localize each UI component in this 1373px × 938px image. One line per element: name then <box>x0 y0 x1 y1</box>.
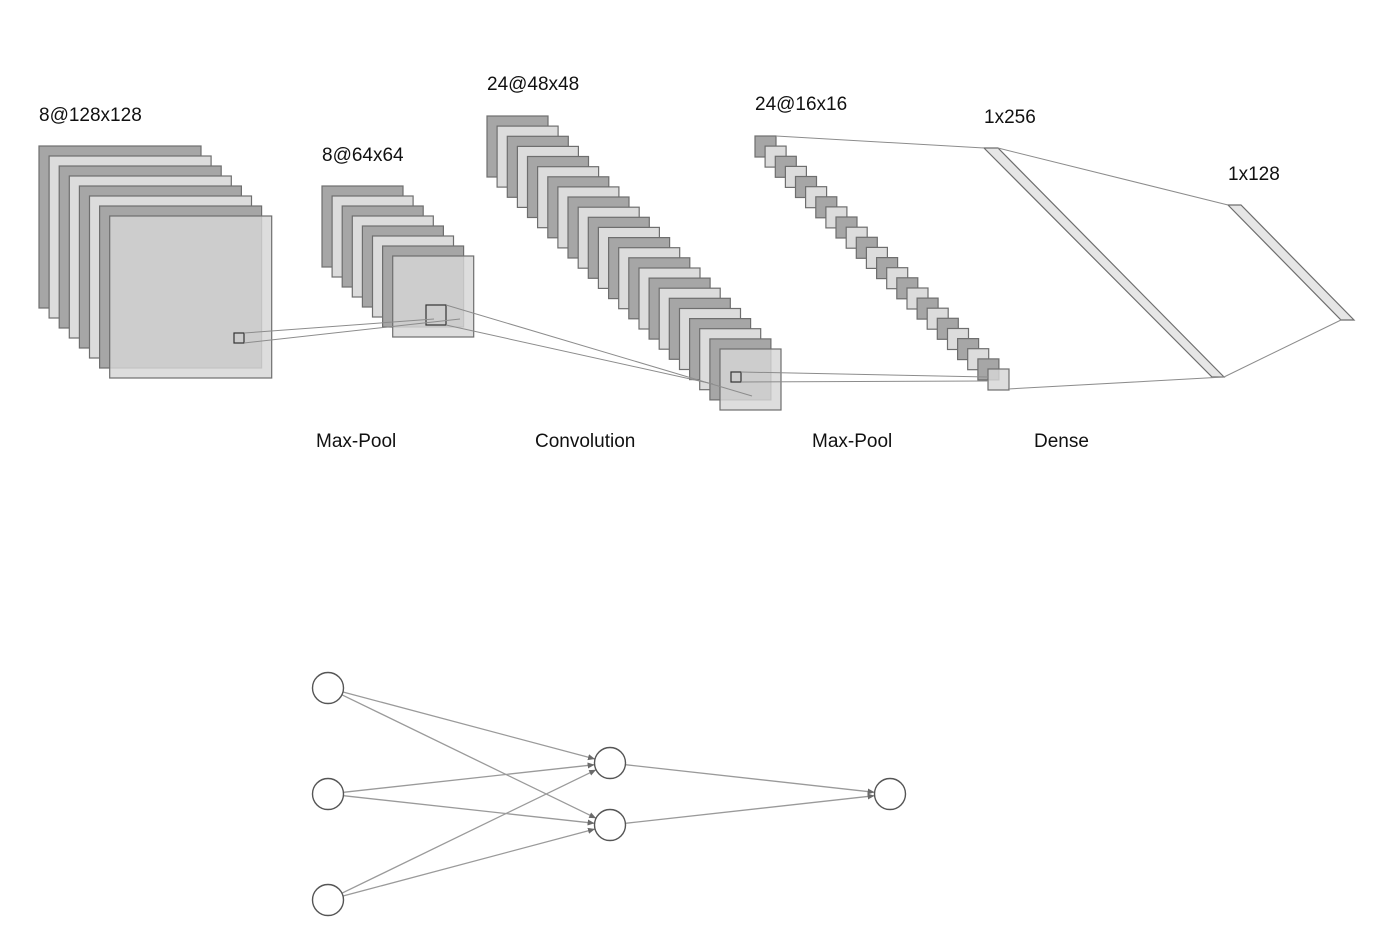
mlp-edge <box>625 764 875 795</box>
dense-layer-128 <box>1226 204 1356 321</box>
connector-line <box>1223 319 1342 378</box>
connector-line <box>243 318 435 334</box>
operation-label-dense: Dense <box>1034 431 1089 452</box>
mlp-nodes <box>311 671 907 917</box>
connector-line <box>243 318 461 344</box>
feature-map <box>987 368 1010 391</box>
mlp-edge <box>343 762 595 793</box>
mlp-node <box>593 808 627 842</box>
mlp-edge <box>341 694 597 819</box>
kernel-box-3 <box>730 371 742 383</box>
mlp-node <box>311 671 345 705</box>
cnn-connections <box>233 135 1342 397</box>
connector-line <box>1007 376 1225 390</box>
connector-line <box>445 324 714 385</box>
layer-label-3: 24@48x48 <box>487 74 579 95</box>
mlp-node <box>593 746 627 780</box>
layer-label-2: 8@64x64 <box>322 145 404 166</box>
layer-label-5: 1x256 <box>984 107 1036 128</box>
connector-line <box>997 147 1229 206</box>
connector-line <box>740 371 989 378</box>
kernel-box-1 <box>233 332 245 344</box>
connector-line <box>740 380 989 383</box>
feature-map-stack-1 <box>38 145 273 379</box>
feature-map <box>109 215 273 379</box>
operation-label-maxpool-1: Max-Pool <box>316 431 396 452</box>
layer-label-6: 1x128 <box>1228 164 1280 185</box>
feature-map-stack-3 <box>486 115 782 411</box>
feature-map-stack-4 <box>754 135 1010 391</box>
feature-map <box>392 255 475 338</box>
mlp-edge <box>625 793 875 824</box>
mlp-edge <box>342 827 596 897</box>
connector-line <box>445 304 753 397</box>
mlp-node <box>311 777 345 811</box>
mlp-edge <box>341 769 597 894</box>
cnn-feature-maps <box>38 115 1356 411</box>
mlp-edge <box>343 795 595 826</box>
connector-line <box>775 135 985 149</box>
dense-layer-256 <box>982 147 1226 378</box>
operation-label-convolution: Convolution <box>535 431 635 452</box>
mlp-edges <box>341 691 875 897</box>
mlp-node <box>873 777 907 811</box>
layer-label-4: 24@16x16 <box>755 94 847 115</box>
feature-map-stack-2 <box>321 185 475 338</box>
feature-map <box>719 348 782 411</box>
mlp-node <box>311 883 345 917</box>
layer-label-1: 8@128x128 <box>39 105 142 126</box>
operation-label-maxpool-2: Max-Pool <box>812 431 892 452</box>
kernel-box-2 <box>425 304 447 326</box>
mlp-edge <box>342 691 596 761</box>
